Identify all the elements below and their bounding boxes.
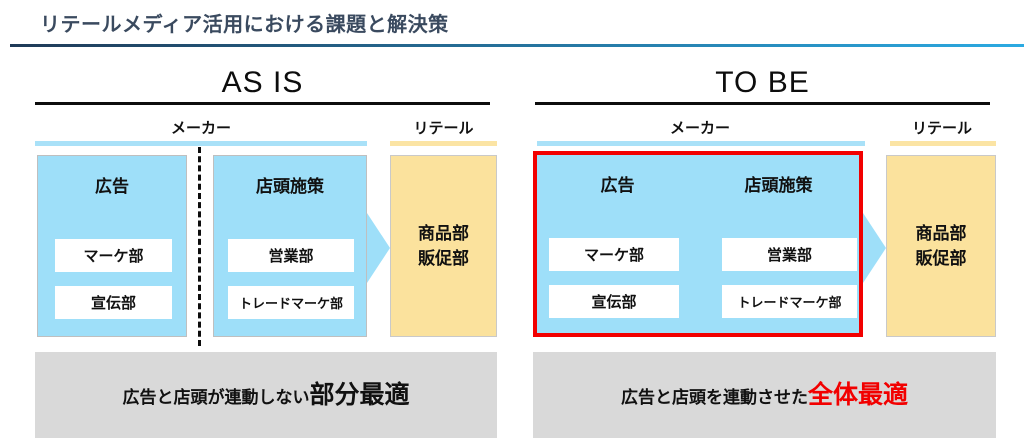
summary-emphasis: 部分最適: [309, 381, 410, 409]
store-box-label: 店頭施策: [256, 177, 324, 196]
panel-heading: AS IS: [221, 66, 304, 99]
heading-underline: [35, 102, 490, 105]
summary-emphasis: 全体最適: [807, 381, 908, 409]
dept-box-trade-marketing: トレードマーケ部: [722, 285, 857, 318]
dept-box-trade-marketing: トレードマーケ部: [228, 286, 354, 319]
retail-box-line: 商品部: [418, 223, 469, 243]
store-box: 店頭施策 営業部 トレードマーケ部: [213, 155, 367, 337]
page-title: リテールメディア活用における課題と解決策: [40, 14, 449, 36]
ad-box-label: 広告: [600, 176, 635, 195]
summary-box-to-be: 広告と店頭を連動させた全体最適: [533, 352, 996, 438]
store-box-label: 店頭施策: [744, 176, 813, 195]
dept-box-pr: 宣伝部: [55, 286, 172, 319]
retail-box: 商品部 販促部: [886, 155, 996, 337]
heading-underline: [535, 102, 990, 105]
maker-label: メーカー: [170, 120, 231, 137]
maker-label: メーカー: [669, 120, 730, 137]
flow-arrow-icon: [863, 213, 886, 283]
dept-box-pr: 宣伝部: [549, 285, 679, 318]
retail-underline: [390, 141, 497, 146]
maker-underline: [35, 141, 367, 146]
dept-box-sales: 営業部: [722, 238, 857, 271]
retail-label: リテール: [413, 120, 474, 137]
combined-box-highlighted: 広告 店頭施策 マーケ部 宣伝部 営業部 トレードマーケ部: [533, 151, 863, 337]
summary-text: 広告と店頭を連動させた: [620, 388, 808, 407]
maker-underline: [537, 141, 865, 146]
ad-box-label: 広告: [95, 177, 129, 196]
title-underline: [10, 44, 1024, 47]
retail-box-line: 販促部: [915, 249, 967, 268]
flow-arrow-icon: [367, 213, 390, 283]
retail-box-line: 販促部: [418, 249, 469, 268]
retail-label: リテール: [911, 120, 972, 137]
ad-box: 広告 マーケ部 宣伝部: [37, 155, 187, 337]
dept-box-marketing: マーケ部: [55, 239, 172, 272]
dept-box-marketing: マーケ部: [549, 238, 679, 271]
retail-box-line: 商品部: [915, 223, 967, 243]
retail-box: 商品部 販促部: [390, 155, 497, 337]
retail-underline: [890, 141, 996, 146]
summary-text: 広告と店頭が連動しない: [122, 388, 310, 407]
dashed-divider: [198, 147, 201, 346]
panel-heading: TO BE: [715, 66, 810, 99]
dept-box-sales: 営業部: [228, 239, 354, 272]
summary-box-as-is: 広告と店頭が連動しない部分最適: [35, 352, 497, 438]
